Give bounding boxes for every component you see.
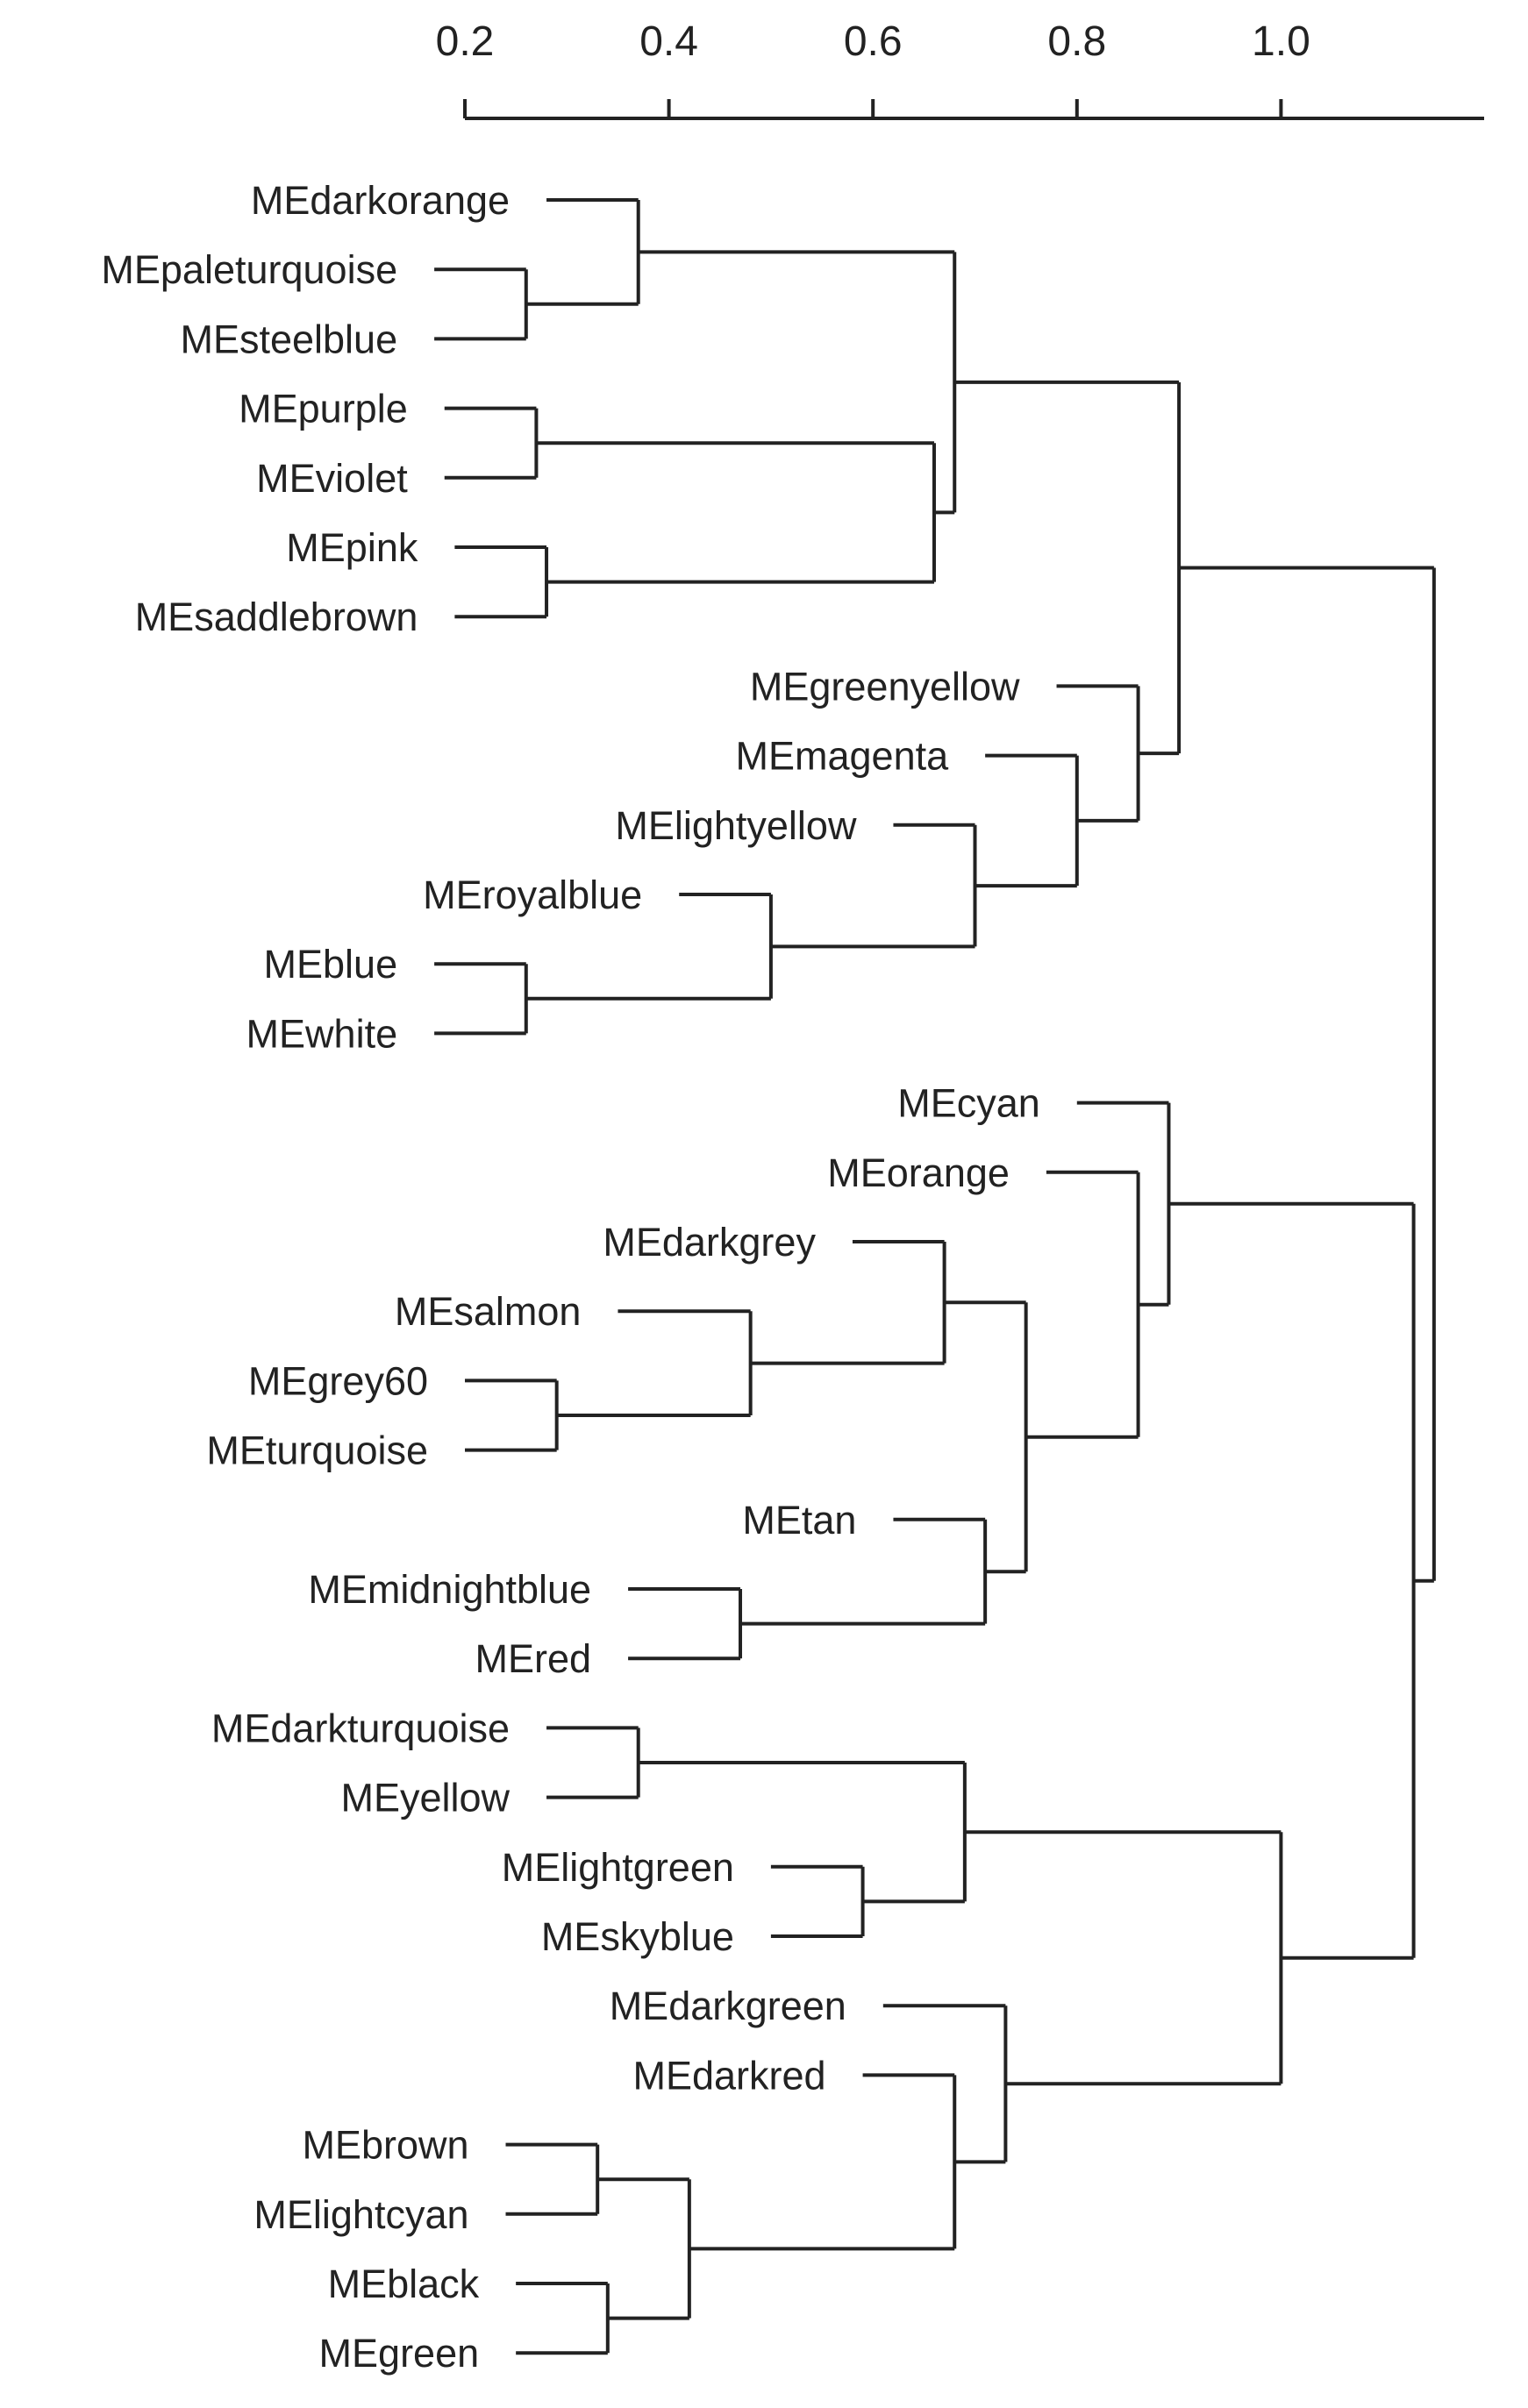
axis-tick-label: 0.8: [1047, 18, 1106, 65]
leaf-label: MElightgreen: [502, 1845, 734, 1890]
leaf-label: MEdarkturquoise: [211, 1706, 510, 1750]
leaf-label: MEmidnightblue: [308, 1567, 591, 1612]
leaf-label: MEwhite: [246, 1011, 398, 1056]
leaf-label: MEroyalblue: [423, 873, 642, 917]
branches: [434, 198, 1436, 2355]
leaf-label: MEsaddlebrown: [135, 595, 418, 639]
axis-tick-label: 0.2: [436, 18, 495, 65]
leaf-label: MEskyblue: [541, 1914, 734, 1959]
leaf-label: MEred: [475, 1636, 592, 1681]
leaf-label: MEdarkgrey: [603, 1220, 816, 1265]
leaf-label: MEorange: [827, 1151, 1010, 1195]
axis-tick-label: 1.0: [1252, 18, 1310, 65]
axis-tick-label: 0.6: [844, 18, 903, 65]
leaf-label: MEgreen: [319, 2331, 480, 2376]
leaf-label: MEpaleturquoise: [101, 247, 397, 292]
leaf-label: MEviolet: [256, 456, 408, 501]
leaf-label: MEsalmon: [395, 1289, 582, 1334]
axis-tick-label: 0.4: [639, 18, 698, 65]
leaf-label: MElightyellow: [615, 803, 857, 848]
leaf-label: MEdarkorange: [251, 178, 510, 223]
leaf-label: MEpurple: [239, 387, 408, 431]
leaf-label: MEdarkred: [632, 2053, 825, 2098]
leaf-label: MEsteelblue: [180, 317, 397, 361]
leaf-label: MEblue: [264, 942, 398, 987]
leaf-label: MEmagenta: [736, 734, 950, 779]
leaf-label: MEdarkgreen: [610, 1984, 846, 2028]
leaf-label: MEgreenyellow: [750, 664, 1020, 709]
leaf-label: MEyellow: [340, 1776, 510, 1820]
leaf-label: MEbrown: [302, 2123, 468, 2168]
leaf-label: MEtan: [742, 1498, 856, 1542]
leaf-label: MEcyan: [897, 1081, 1040, 1126]
leaf-label: MElightcyan: [253, 2192, 468, 2237]
leaf-labels: MEdarkorangeMEpaleturquoiseMEsteelblueME…: [101, 178, 1039, 2376]
leaf-label: MEpink: [286, 525, 418, 570]
leaf-label: MEturquoise: [206, 1428, 428, 1473]
leaf-label: MEblack: [328, 2262, 480, 2306]
leaf-label: MEgrey60: [248, 1358, 428, 1403]
axis: 0.2 0.4 0.6 0.8 1.0: [436, 18, 1484, 120]
